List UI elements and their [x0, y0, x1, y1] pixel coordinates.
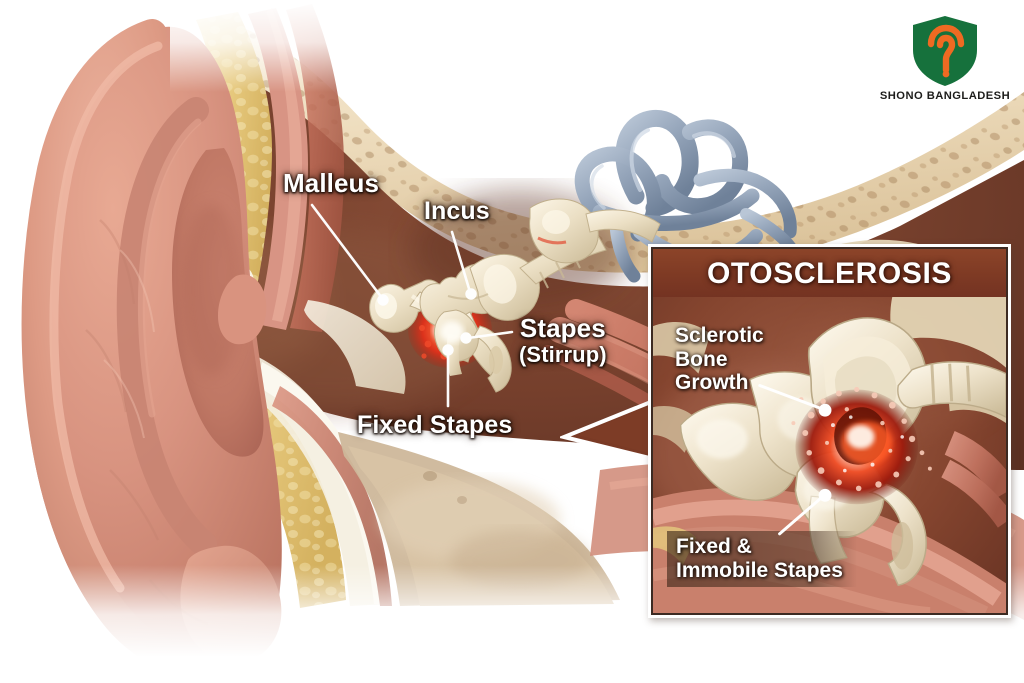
- label-fixed-stapes: Fixed Stapes: [357, 411, 513, 439]
- inset-leader-lines: [758, 384, 832, 536]
- inset-label-sclerotic-bone-growth: Sclerotic Bone Growth: [675, 324, 764, 395]
- ear-dot-icon: [942, 70, 950, 78]
- otosclerosis-inset-panel: OTOSCLEROSIS Sclerotic Bone Growth Fixed…: [648, 244, 1011, 618]
- inset-title-band: [653, 249, 1006, 297]
- label-malleus: Malleus: [283, 168, 380, 198]
- label-incus: Incus: [424, 197, 490, 225]
- inset-label-sclerotic-line2: Bone: [675, 347, 728, 371]
- label-stapes-sub: (Stirrup): [519, 341, 607, 367]
- inset-inner-frame: OTOSCLEROSIS Sclerotic Bone Growth Fixed…: [651, 247, 1008, 615]
- shield-icon: [913, 16, 977, 86]
- inset-label-sclerotic-line1: Sclerotic: [675, 324, 764, 347]
- sclerotic-lesion-inset: [791, 386, 932, 505]
- label-stapes: Stapes (Stirrup): [519, 313, 607, 367]
- logo-text: SHONO BANGLADESH: [879, 90, 1011, 102]
- inset-label-sclerotic-line3: Growth: [675, 371, 749, 395]
- brand-logo: SHONO BANGLADESH: [878, 14, 1012, 118]
- ossicle-connector: [519, 198, 661, 289]
- pinna: [21, 19, 282, 677]
- logo-mark: [878, 14, 1012, 88]
- label-stapes-main: Stapes: [519, 313, 606, 343]
- tympanic-membrane: [304, 300, 406, 394]
- inset-title: OTOSCLEROSIS: [706, 257, 953, 290]
- stapes-bone: [433, 309, 512, 393]
- inset-label-fixed-line1: Fixed &: [676, 535, 752, 558]
